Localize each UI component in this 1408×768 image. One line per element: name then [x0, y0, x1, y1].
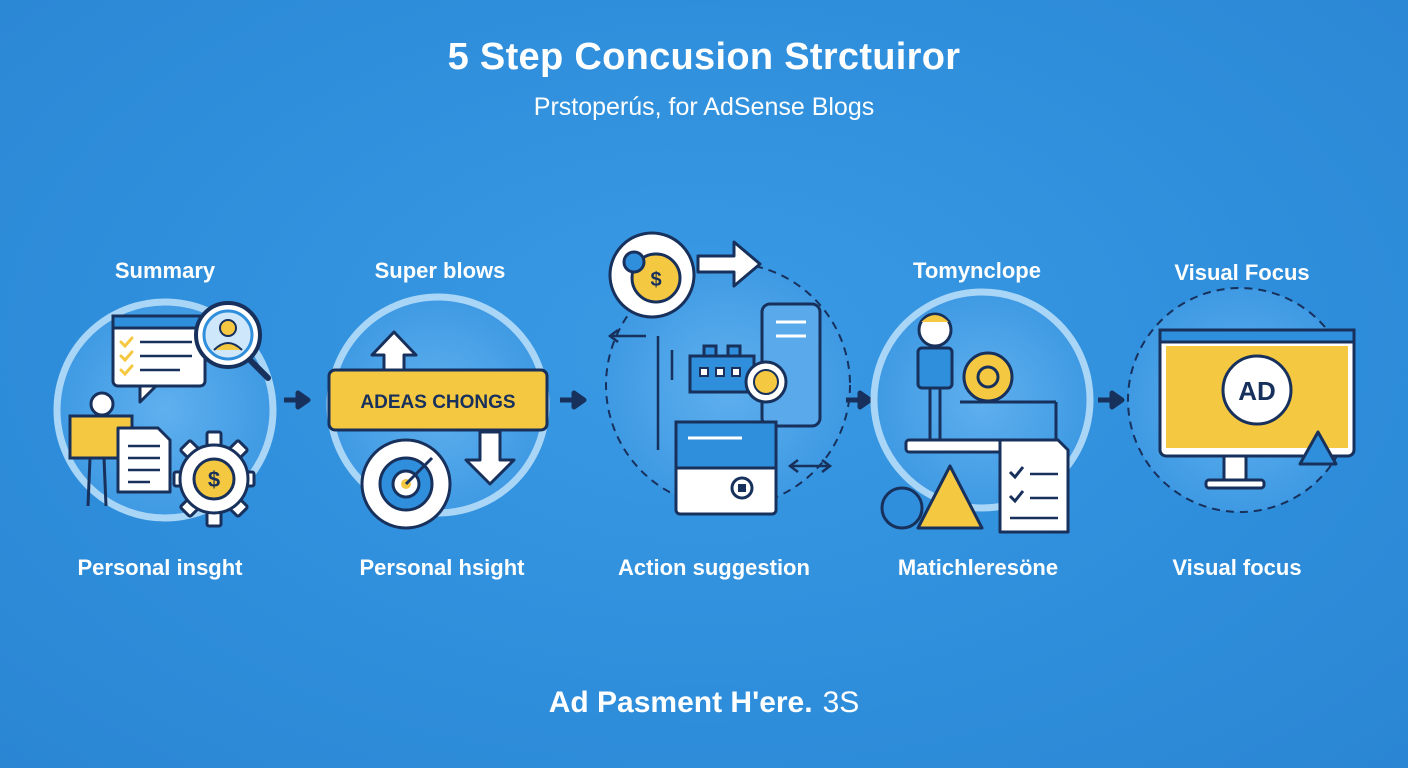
arrow-right-icon [284, 390, 311, 410]
page-title: 5 Step Concusion Strctuiror [447, 36, 961, 78]
footer-suffix: 3S [822, 686, 860, 719]
gear-dollar-icon: $ [172, 430, 256, 528]
arrow-right-icon [846, 390, 873, 410]
step-2-illustration [326, 293, 550, 530]
ad-badge-text: AD [1238, 376, 1276, 406]
coin-icon [962, 351, 1014, 403]
person-icon [916, 312, 954, 440]
step-1-illustration: $ [53, 298, 277, 528]
arrow-right-icon [560, 390, 587, 410]
monitor-icon [1158, 328, 1356, 490]
step-5-illustration [1127, 287, 1356, 513]
cursor-triangle-icon [1298, 430, 1338, 466]
gear-coin-icon: $ [608, 231, 696, 319]
page-subtitle: Prstoperús, for AdSense Blogs [533, 93, 875, 121]
step-3-caption: Action suggestion [618, 555, 810, 580]
step-4-title: Tomynclope [913, 258, 1041, 283]
svg-text:$: $ [650, 269, 661, 291]
step-5-title: Visual Focus [1174, 260, 1310, 285]
arrow-right-outline-icon [696, 240, 762, 288]
document-icon [116, 426, 172, 494]
step-1-title: Summary [114, 258, 216, 283]
step-4-caption: Matichleresöne [897, 555, 1059, 580]
step-1-caption: Personal insght [77, 555, 243, 580]
step-2-title: Super blows [374, 258, 506, 283]
step-3-illustration: $ [605, 231, 851, 516]
arrow-up-icon [370, 330, 418, 374]
double-arrow-icon [787, 459, 833, 473]
triangle-shape-icon [916, 464, 984, 530]
magnifier-person-icon [194, 301, 271, 381]
browser-window-icon [674, 420, 778, 516]
arrow-right-icon [1098, 390, 1125, 410]
svg-text:$: $ [208, 467, 220, 492]
footer-text: Ad Pasment H'ere. [548, 686, 813, 719]
step-4-illustration [870, 288, 1094, 534]
step-5-caption: Visual focus [1172, 555, 1302, 580]
circle-shape-icon [880, 486, 924, 530]
target-gear-icon [360, 438, 452, 530]
banner-box [327, 368, 549, 432]
step-2-banner-text: ADEAS CHONGS [360, 392, 515, 413]
footer-ad-placement: Ad Pasment H'ere. 3S [0, 686, 1408, 720]
checklist-document-icon [998, 438, 1070, 534]
arrow-down-icon [464, 430, 516, 486]
step-2-caption: Personal hsight [359, 555, 525, 580]
